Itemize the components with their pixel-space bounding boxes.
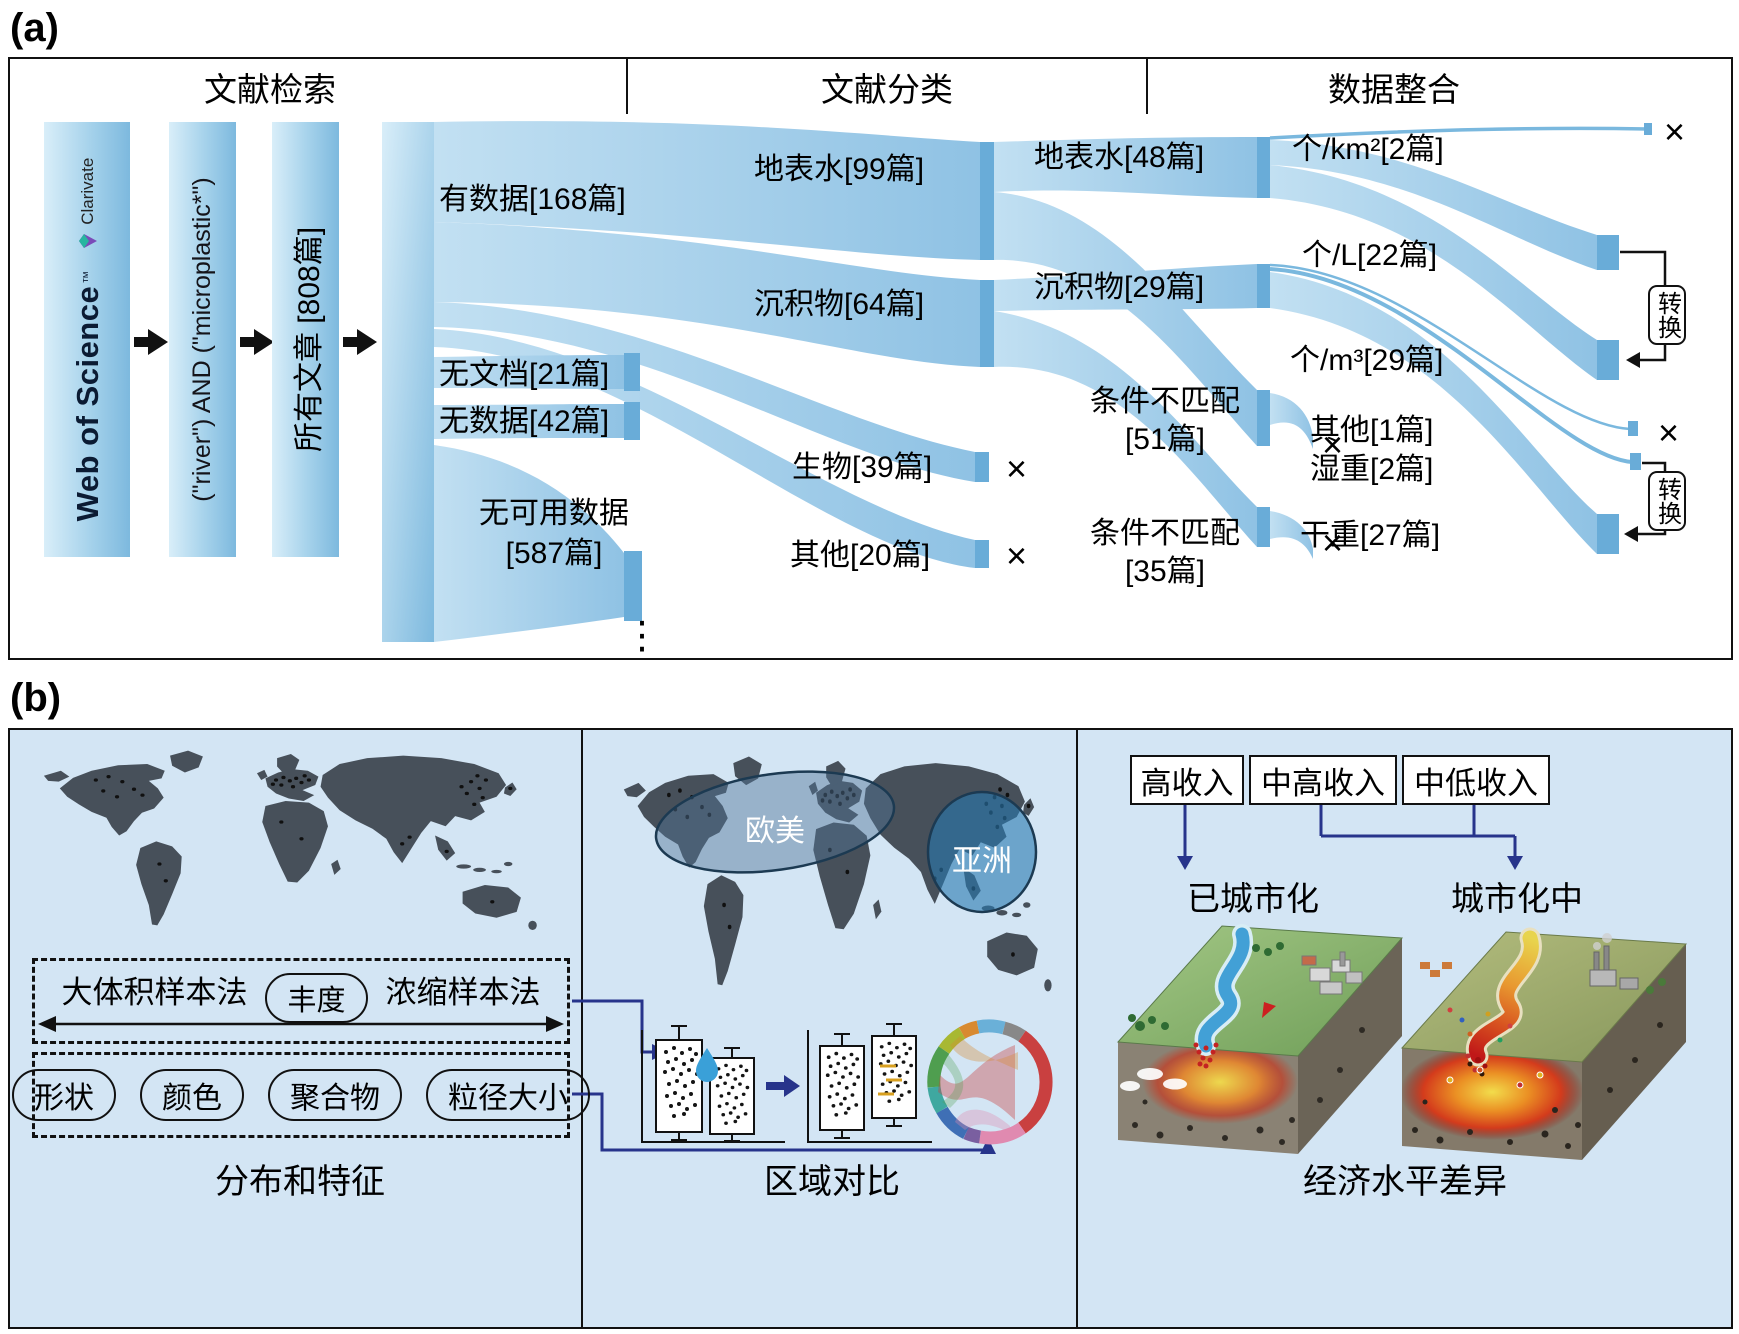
label-other-20: 其他[20篇] xyxy=(790,539,931,572)
header-integrate: 数据整合 xyxy=(1328,71,1460,108)
method-concentrated: 浓缩样本法 xyxy=(385,975,541,1010)
clarivate-logo-icon xyxy=(78,233,97,248)
sankey-nodes xyxy=(382,122,1652,642)
panel-b-graphics xyxy=(38,730,1688,1327)
query-bar xyxy=(169,122,236,557)
income-arrowheads xyxy=(1177,856,1523,870)
label-dry-weight: 干重[27篇] xyxy=(1300,519,1441,552)
header-dividers xyxy=(626,59,1148,114)
label-surface-water-99: 地表水[99篇] xyxy=(754,153,925,186)
label-no-document: 无文档[21篇] xyxy=(439,358,610,391)
clarivate-label: Clarivate xyxy=(77,157,97,225)
section-title-economic: 经济水平差异 xyxy=(1303,1163,1507,1201)
label-sediment-64: 沉积物[64篇] xyxy=(754,288,925,321)
sankey-flows xyxy=(434,121,1597,642)
more-ellipsis: ⋮ xyxy=(623,615,661,657)
label-mismatch-51-2: [51篇] xyxy=(1124,423,1206,456)
all-articles-bar xyxy=(272,122,339,557)
label-no-usable-2: [587篇] xyxy=(505,537,603,570)
exclude-per-km2: × xyxy=(1664,111,1686,152)
label-per-L: 个/L[22篇] xyxy=(1302,239,1438,272)
water-drop-icon xyxy=(696,1048,718,1082)
panel-a-tag: (a) xyxy=(10,6,59,50)
boxplot-group-2 xyxy=(807,1023,932,1143)
all-articles-bar-text: 所有文章 [808篇] xyxy=(292,226,326,453)
label-no-usable-1: 无可用数据 xyxy=(479,497,629,530)
chord-diagram xyxy=(927,1019,1053,1145)
convert-box-volume: 转换 xyxy=(1648,285,1686,345)
exclude-mismatch-35: × xyxy=(1322,522,1344,563)
method-large-volume: 大体积样本法 xyxy=(61,975,248,1010)
label-no-data: 无数据[42篇] xyxy=(439,405,610,438)
label-per-m3: 个/m³[29篇] xyxy=(1290,344,1444,377)
exclude-mismatch-51: × xyxy=(1322,424,1344,465)
region-label-asia: 亚洲 xyxy=(952,845,1012,878)
pill-color: 颜色 xyxy=(140,1069,244,1121)
feature-pills-box: 形状 颜色 聚合物 粒径大小 xyxy=(12,1052,590,1138)
pill-polymer: 聚合物 xyxy=(268,1069,402,1121)
landscape-urbanized xyxy=(1116,924,1404,1154)
label-mismatch-35-1: 条件不匹配 xyxy=(1090,517,1240,550)
sankey-diagram xyxy=(134,59,1667,642)
section-title-distribution: 分布和特征 xyxy=(215,1163,385,1201)
label-biota-39: 生物[39篇] xyxy=(792,451,933,484)
convert-box-weight: 转换 xyxy=(1648,471,1686,531)
panel-b-tag: (b) xyxy=(10,676,62,720)
label-sediment-29: 沉积物[29篇] xyxy=(1034,271,1205,304)
landscape-urbanizing xyxy=(1400,927,1688,1160)
region-ellipses xyxy=(654,770,1038,914)
web-of-science-bar xyxy=(44,122,130,557)
label-wet-weight: 湿重[2篇] xyxy=(1310,453,1434,486)
boxplot-group-1 xyxy=(641,1025,785,1143)
query-bar-text: ("river") AND ("microplastic*") xyxy=(188,177,216,502)
region-label-west: 欧美 xyxy=(745,815,805,848)
header-search: 文献检索 xyxy=(204,71,336,108)
pill-size: 粒径大小 xyxy=(426,1069,590,1121)
label-surface-water-48: 地表水[48篇] xyxy=(1034,141,1205,174)
web-of-science-wordmark: Web of Science xyxy=(69,285,105,522)
pill-shape: 形状 xyxy=(12,1069,116,1121)
exclude-other-20: × xyxy=(1006,535,1028,576)
section-dividers xyxy=(581,730,1078,1327)
abundance-spectrum-arrow xyxy=(38,1016,564,1032)
trademark: ™ xyxy=(80,270,95,284)
income-box-high: 高收入 xyxy=(1130,755,1244,805)
sankey-thin-flows xyxy=(1269,126,1649,464)
income-box-lower-middle: 中低收入 xyxy=(1402,755,1550,805)
header-classify: 文献分类 xyxy=(821,71,953,108)
income-box-upper-middle: 中高收入 xyxy=(1249,755,1397,805)
label-per-km2: 个/km²[2篇] xyxy=(1292,133,1444,166)
abundance-pill: 丰度 xyxy=(265,973,368,1023)
exclude-biota: × xyxy=(1006,448,1028,489)
label-urbanizing: 城市化中 xyxy=(1451,880,1583,917)
stage-arrows xyxy=(134,329,377,355)
panel-b-concepts: 大体积样本法 丰度 浓缩样本法 形状 颜色 聚合物 粒径大小 分布和特征 欧美 … xyxy=(8,728,1733,1329)
label-mismatch-35-2: [35篇] xyxy=(1124,555,1206,588)
world-map-distribution xyxy=(43,750,537,930)
sampling-methods-box: 大体积样本法 丰度 浓缩样本法 xyxy=(32,958,570,1044)
section-title-regional: 区域对比 xyxy=(764,1163,900,1201)
income-arrows xyxy=(1183,801,1517,858)
label-with-data: 有数据[168篇] xyxy=(439,183,626,216)
label-mismatch-51-1: 条件不匹配 xyxy=(1090,385,1240,418)
clarivate-lockup: Clarivate xyxy=(78,158,98,251)
exclude-unit-other: × xyxy=(1658,412,1680,453)
between-plots-arrow xyxy=(766,1075,800,1097)
connector-lines xyxy=(572,999,988,1152)
label-urbanized: 已城市化 xyxy=(1187,880,1319,917)
label-unit-other: 其他[1篇] xyxy=(1310,414,1434,447)
